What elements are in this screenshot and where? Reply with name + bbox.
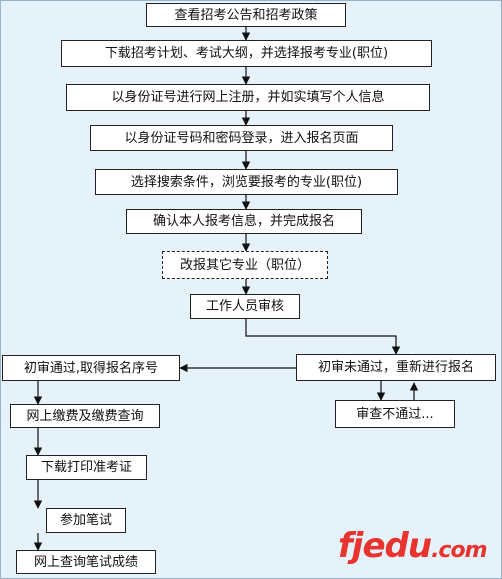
step-take-exam: 参加笔试: [46, 508, 126, 533]
step-review-failed: 初审未通过，重新进行报名: [296, 354, 496, 381]
step-download-plan: 下载招考计划、考试大纲，并选择报考专业(职位): [61, 40, 432, 67]
logo-suffix: .com: [431, 538, 487, 563]
step-online-registration: 以身份证号进行网上注册，并如实填写个人信息: [66, 84, 430, 111]
step-query-score: 网上查询笔试成绩: [16, 550, 156, 574]
fjedu-logo: fjedu.com: [338, 522, 494, 572]
step-review-passed: 初审通过,取得报名序号: [2, 355, 180, 381]
step-change-major: 改报其它专业（职位）: [162, 251, 328, 279]
step-staff-review: 工作人员审核: [190, 294, 300, 319]
step-view-announcement: 查看招考公告和招考政策: [146, 3, 346, 27]
logo-main: fjedu: [338, 526, 432, 566]
step-confirm-info: 确认本人报考信息，并完成报名: [126, 209, 362, 234]
step-recheck-failed: 审查不通过...: [335, 400, 455, 428]
step-online-payment: 网上缴费及缴费查询: [10, 404, 160, 428]
step-search-major: 选择搜索条件，浏览要报考的专业(职位): [95, 169, 398, 195]
step-print-admission: 下载打印准考证: [26, 455, 147, 480]
step-login: 以身份证号码和密码登录，进入报名页面: [90, 125, 393, 151]
logo-text: fjedu.com: [338, 526, 488, 566]
